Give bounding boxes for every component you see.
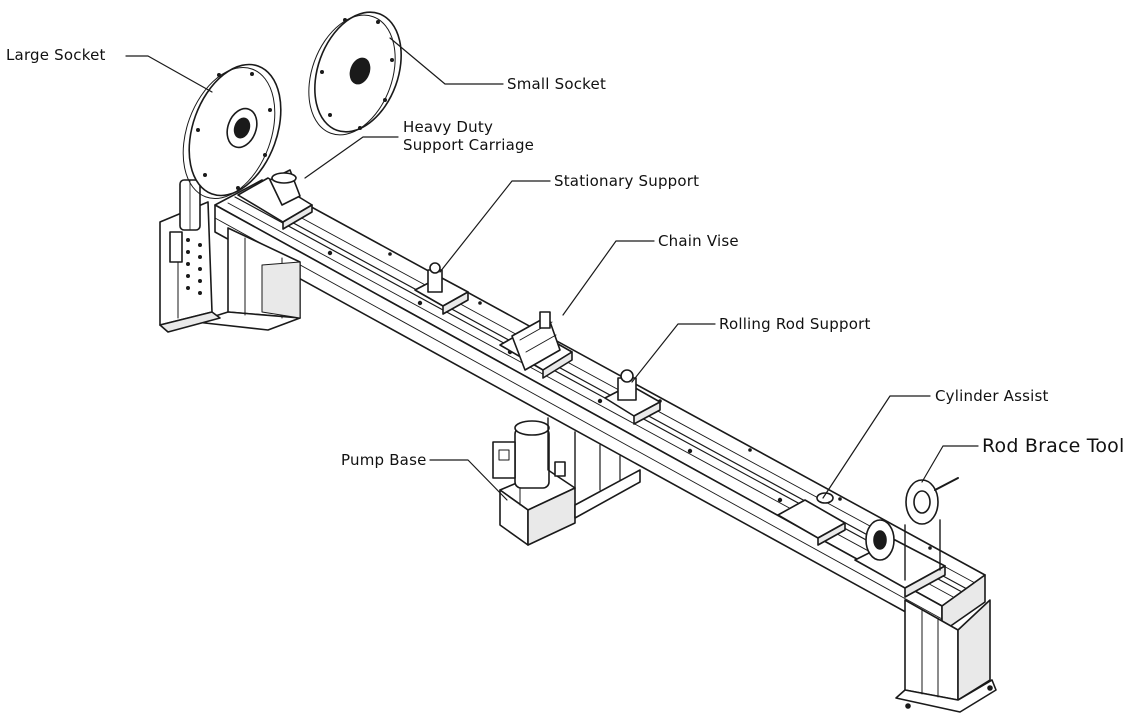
label-small-socket: Small Socket [507, 75, 607, 93]
right-leg [895, 599, 997, 713]
label-large-socket: Large Socket [6, 46, 106, 64]
small-socket [308, 11, 402, 136]
label-heavy-duty-line1: Heavy Duty [403, 118, 494, 136]
label-rolling-rod-support: Rolling Rod Support [719, 315, 871, 333]
leader-small-socket [389, 37, 504, 85]
socket-mount [159, 179, 221, 333]
leader-cylinder-assist [822, 395, 931, 499]
pump-base [492, 420, 576, 546]
rod-brace-tool [854, 477, 959, 598]
leader-pump-base [429, 459, 508, 501]
leader-rolling-rod-support [631, 323, 716, 383]
leader-heavy-duty [304, 136, 399, 179]
label-heavy-duty-support-carriage: Heavy Duty Support Carriage [403, 118, 534, 154]
label-heavy-duty-line2: Support Carriage [403, 136, 535, 154]
label-rod-brace-tool: Rod Brace Tool [982, 435, 1125, 457]
leader-large-socket [125, 55, 213, 93]
leader-stationary-support [439, 180, 551, 273]
left-leg [195, 227, 301, 331]
chain-vise [499, 311, 573, 379]
leader-lines [125, 37, 979, 501]
main-beam [214, 179, 986, 633]
leader-rod-brace-tool [921, 445, 979, 483]
pump-support-frame [547, 417, 641, 519]
label-cylinder-assist: Cylinder Assist [935, 387, 1049, 405]
label-stationary-support: Stationary Support [554, 172, 700, 190]
label-pump-base: Pump Base [341, 451, 427, 469]
stationary-support [414, 262, 469, 315]
rolling-rod-support [604, 369, 661, 425]
large-socket [182, 63, 282, 199]
heavy-duty-support-carriage [237, 169, 313, 230]
cylinder-assist [777, 492, 846, 546]
label-chain-vise: Chain Vise [658, 232, 739, 250]
leader-chain-vise [562, 240, 655, 316]
